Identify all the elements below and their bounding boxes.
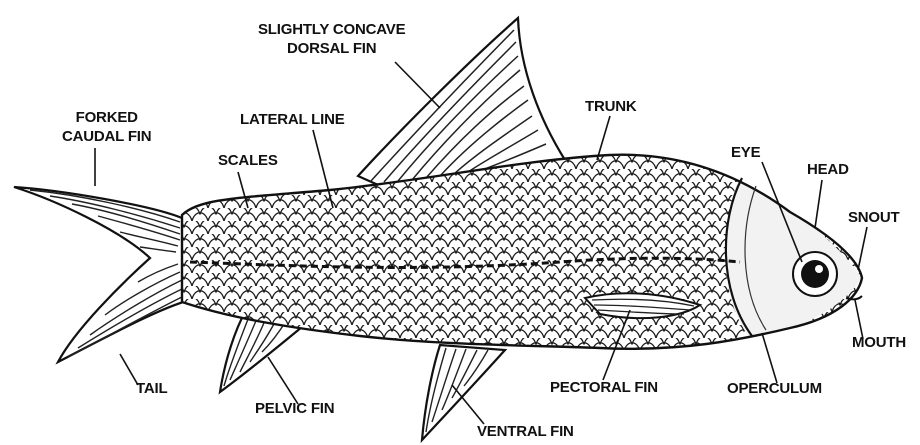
label-snout: SNOUT [848, 208, 900, 227]
label-operculum: OPERCULUM [727, 379, 822, 398]
label-pectoral-fin: PECTORAL FIN [550, 378, 658, 397]
label-lateral-line: LATERAL LINE [240, 110, 345, 129]
label-dorsal-fin: SLIGHTLY CONCAVE DORSAL FIN [258, 20, 405, 58]
label-trunk: TRUNK [585, 97, 637, 116]
label-caudal-fin: FORKED CAUDAL FIN [62, 108, 151, 146]
label-mouth: MOUTH [852, 333, 906, 352]
label-head: HEAD [807, 160, 849, 179]
label-tail: TAIL [136, 379, 167, 398]
caudal-fin [14, 187, 190, 362]
label-scales: SCALES [218, 151, 278, 170]
label-eye: EYE [731, 143, 760, 162]
label-ventral-fin: VENTRAL FIN [477, 422, 574, 441]
label-pelvic-fin: PELVIC FIN [255, 399, 334, 418]
